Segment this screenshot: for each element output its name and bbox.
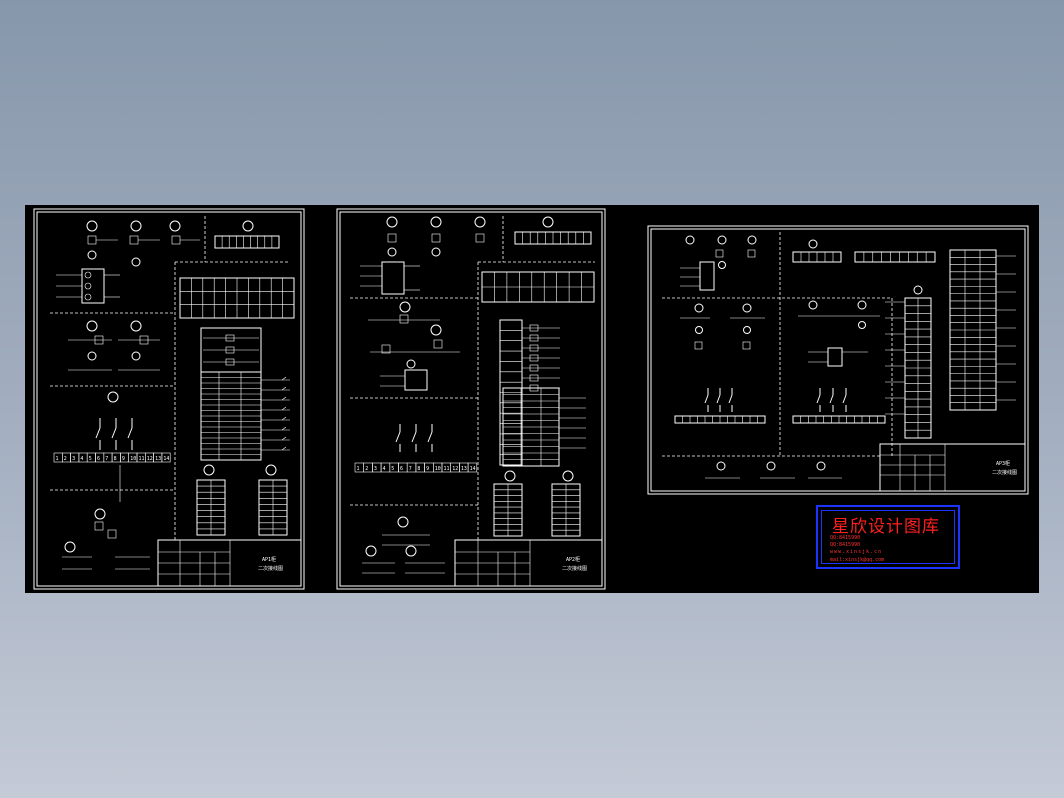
watermark-line-4: mail:xinsjk@qq.com bbox=[830, 557, 885, 563]
terminal-number: 8 bbox=[417, 466, 420, 472]
meter-group-1 bbox=[86, 220, 254, 267]
terminal-number: 8 bbox=[114, 456, 117, 462]
terminal-number: 9 bbox=[426, 466, 429, 472]
watermark-inner-border bbox=[821, 510, 955, 564]
sheet-3-border bbox=[647, 225, 1029, 495]
terminal-number: 12 bbox=[452, 466, 458, 472]
sheet-1-code: AP1柜 bbox=[262, 556, 276, 563]
terminal-number: 9 bbox=[122, 456, 125, 462]
terminal-number: 5 bbox=[89, 456, 92, 462]
terminal-number: 5 bbox=[391, 466, 394, 472]
terminal-number: 11 bbox=[139, 456, 145, 462]
terminal-number: 12 bbox=[147, 456, 153, 462]
sheet-2-code: AP2柜 bbox=[566, 556, 580, 563]
terminal-number: 4 bbox=[80, 456, 83, 462]
terminal-number: 1 bbox=[56, 456, 59, 462]
terminal-number: 14 bbox=[163, 456, 169, 462]
sheet-2-border bbox=[336, 208, 606, 590]
terminal-number: 13 bbox=[155, 456, 161, 462]
sheet-3-name: 二次接线图 bbox=[992, 469, 1017, 476]
sheet-1-name: 二次接线图 bbox=[258, 565, 283, 572]
terminal-number: 4 bbox=[383, 466, 386, 472]
sheet-1-border bbox=[33, 208, 305, 590]
terminal-number: 2 bbox=[365, 466, 368, 472]
watermark-title: 星欣设计图库 bbox=[832, 517, 940, 537]
terminal-number: 3 bbox=[72, 456, 75, 462]
watermark-stamp: 星欣设计图库 QQ:8415990 QQ:8415990 www.xinsjk.… bbox=[816, 505, 960, 569]
sheet-3-inner-border bbox=[650, 228, 1026, 492]
terminal-number: 10 bbox=[435, 466, 441, 472]
terminal-number: 2 bbox=[64, 456, 67, 462]
terminal-number: 13 bbox=[461, 466, 467, 472]
sheet-3: AP3柜 二次接线图 bbox=[647, 225, 1029, 495]
terminal-number: 3 bbox=[374, 466, 377, 472]
watermark-line-1: QQ:8415990 bbox=[830, 535, 861, 541]
sheet-3-title-block bbox=[879, 443, 1026, 492]
terminal-number: 7 bbox=[105, 456, 108, 462]
terminal-number: 6 bbox=[400, 466, 403, 472]
terminal-number: 11 bbox=[444, 466, 450, 472]
sheet-2-inner-border bbox=[339, 211, 603, 587]
terminal-number: 1 bbox=[357, 466, 360, 472]
watermark-line-2: QQ:8415990 bbox=[830, 542, 861, 548]
terminal-number: 7 bbox=[409, 466, 412, 472]
terminal-number: 10 bbox=[130, 456, 136, 462]
sheet-2-name: 二次接线图 bbox=[562, 565, 587, 572]
terminal-number: 14 bbox=[470, 466, 476, 472]
terminal-number: 6 bbox=[97, 456, 100, 462]
watermark-line-3: www.xinsjk.cn bbox=[830, 549, 883, 555]
sheet-3-code: AP3柜 bbox=[996, 460, 1010, 467]
